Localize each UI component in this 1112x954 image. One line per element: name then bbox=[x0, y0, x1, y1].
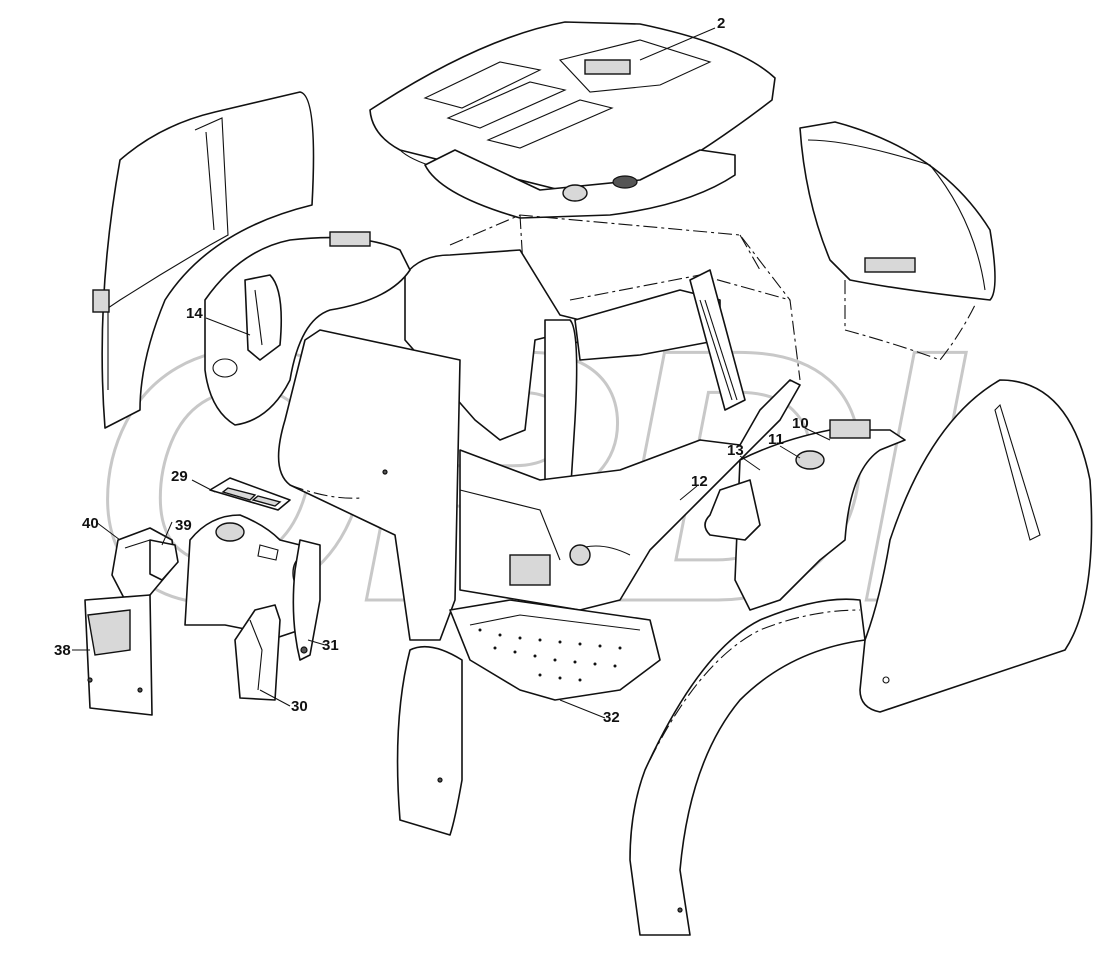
panel-31 bbox=[292, 539, 321, 661]
left-front-mudguard bbox=[396, 645, 463, 836]
right-door-glass-upper bbox=[799, 121, 996, 361]
callout-labels: 2 10 11 12 13 14 29 30 31 32 38 39 40 bbox=[54, 15, 809, 726]
callout-29: 29 bbox=[171, 468, 188, 485]
windshield-panel bbox=[277, 329, 461, 641]
console-29 bbox=[209, 477, 291, 511]
callout-39: 39 bbox=[175, 517, 192, 534]
right-fender-upper bbox=[734, 419, 906, 611]
right-rear-fender bbox=[629, 598, 866, 936]
callout-10: 10 bbox=[792, 415, 809, 432]
roof-frame bbox=[424, 149, 736, 219]
callout-14: 14 bbox=[186, 305, 203, 322]
floor-step-32 bbox=[449, 599, 661, 701]
callout-11: 11 bbox=[768, 431, 784, 448]
right-door-glass-lower bbox=[859, 379, 1093, 713]
callout-31: 31 bbox=[322, 637, 339, 654]
side-panel-38 bbox=[84, 594, 153, 716]
seat-12 bbox=[704, 479, 761, 541]
leader-lines bbox=[72, 27, 831, 719]
callout-2: 2 bbox=[717, 15, 725, 32]
callout-12: 12 bbox=[691, 473, 708, 490]
callout-32: 32 bbox=[603, 709, 620, 726]
bracket-30 bbox=[234, 604, 281, 701]
cover-39 bbox=[149, 539, 179, 581]
callout-13: 13 bbox=[727, 442, 744, 459]
callout-40: 40 bbox=[82, 515, 99, 532]
left-handle-14 bbox=[244, 274, 283, 361]
callout-30: 30 bbox=[291, 698, 308, 715]
left-door-glass bbox=[92, 91, 315, 429]
callout-38: 38 bbox=[54, 642, 71, 659]
